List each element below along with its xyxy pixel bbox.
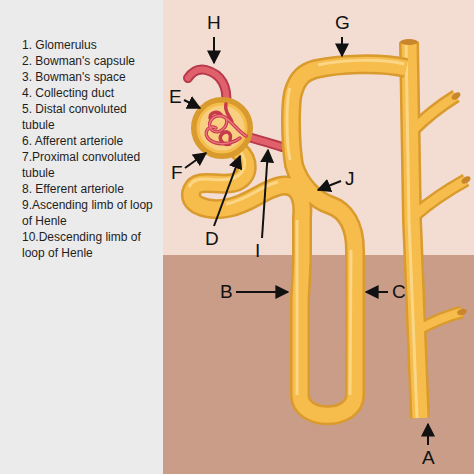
callout-letter: E [169, 86, 182, 107]
leader-arrow [318, 181, 341, 190]
legend-list-item: 4. Collecting duct [22, 86, 182, 102]
legend-list-item: 2. Bowman's capsule [22, 54, 182, 70]
leader-arrow [341, 37, 343, 56]
leader-arrow [185, 153, 206, 168]
collecting-duct [400, 39, 472, 418]
legend-list-item: 9.Ascending limb of loop of Henle [22, 198, 158, 229]
legend-list-item: 1. Glomerulus [22, 38, 182, 54]
legend-list-item: 8. Efferent arteriole [22, 182, 182, 198]
glomerulus [194, 100, 250, 156]
legend-list-item: 3. Bowman's space [22, 70, 182, 86]
leader-arrow [366, 291, 388, 293]
callout-letter: A [422, 447, 435, 468]
callout-letter: G [335, 12, 350, 33]
callout-letter: C [392, 281, 406, 302]
legend-list-item: 5. Distal convoluted tubule [22, 102, 142, 133]
leader-arrow [213, 37, 215, 63]
callout-letter: B [220, 281, 233, 302]
callout-letter: F [171, 162, 183, 183]
legend-list-item: 6. Afferent arteriole [22, 134, 182, 150]
leader-arrow [184, 100, 200, 108]
callout-letter: J [345, 168, 355, 189]
legend-list-item: 10.Descending limb of loop of Henle [22, 230, 147, 261]
leader-arrow [214, 156, 240, 226]
callout-letter: I [255, 240, 260, 261]
leader-arrow [427, 424, 429, 445]
callout-letter: H [207, 12, 221, 33]
leader-arrow [262, 150, 268, 238]
legend-list-item: 7.Proximal convoluted tubule [22, 150, 147, 181]
leader-arrows [184, 37, 428, 445]
leader-arrow [236, 291, 288, 293]
callout-letter: D [205, 228, 219, 249]
nephron-tubule [189, 60, 406, 415]
